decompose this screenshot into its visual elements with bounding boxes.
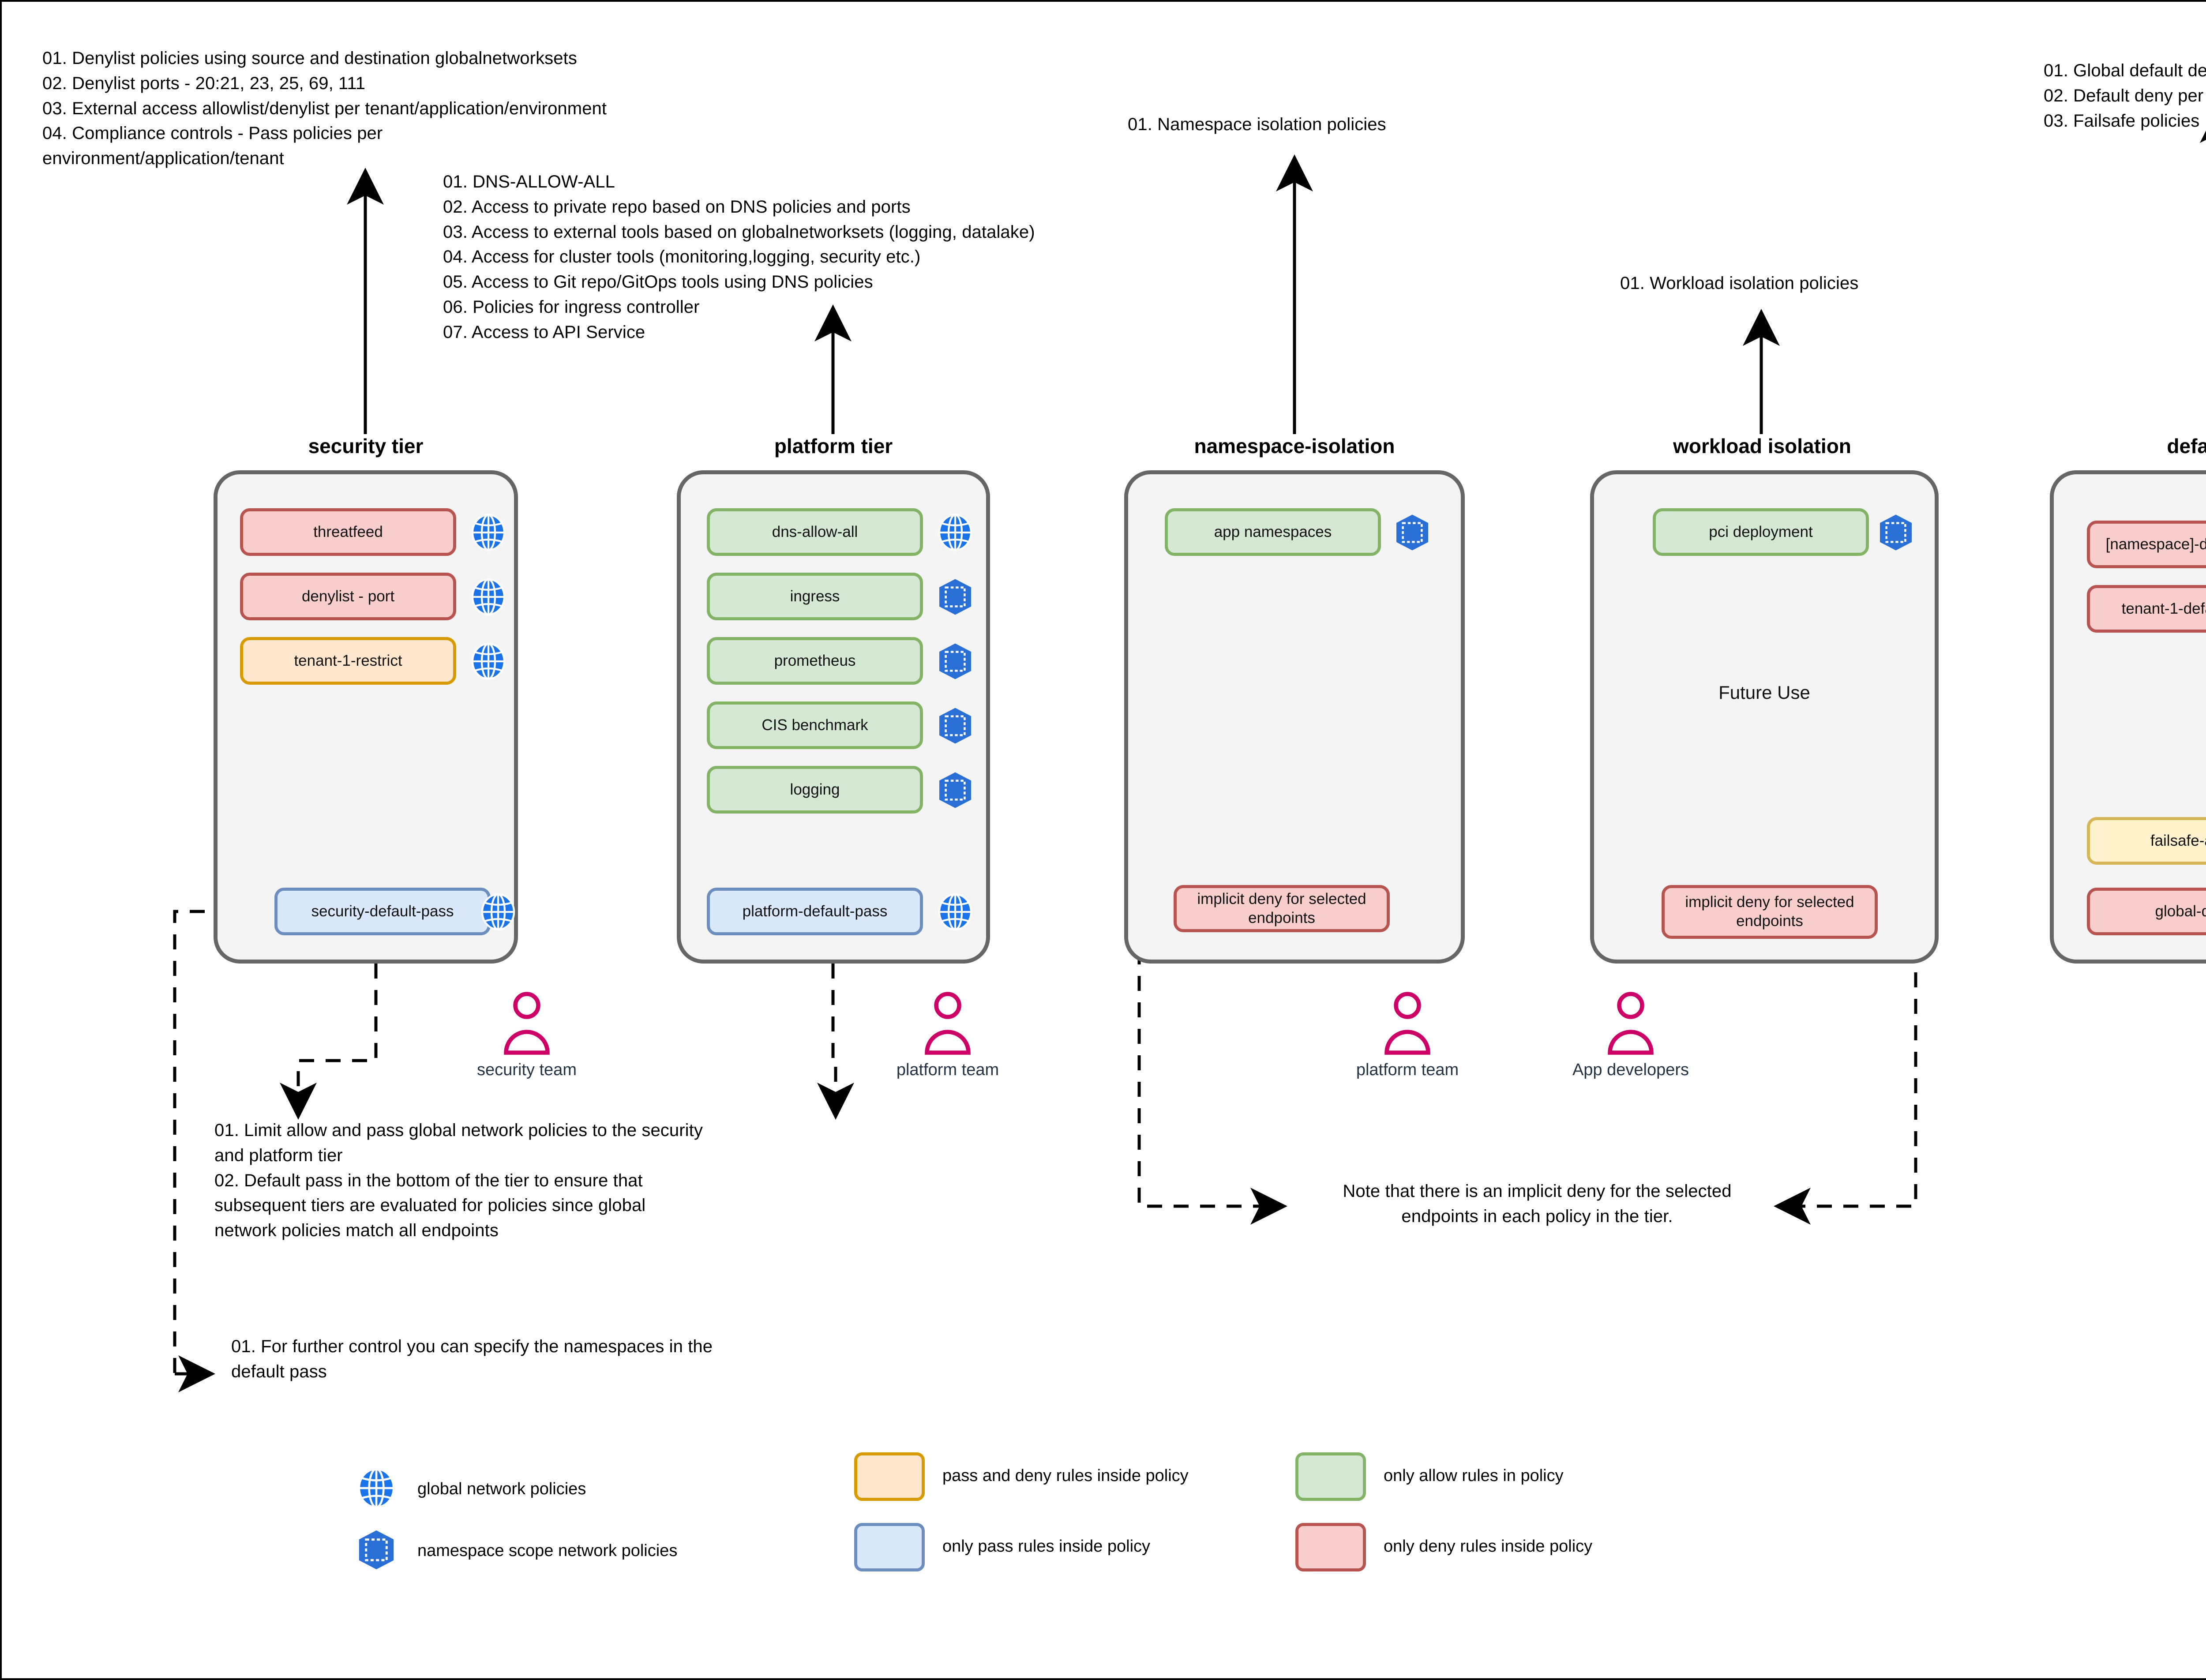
policy-security-default-pass[interactable]: security-default-pass — [274, 888, 491, 935]
namespace-scope-icon — [935, 770, 975, 810]
policy-prometheus[interactable]: prometheus — [707, 637, 923, 685]
namespace-scope-icon — [935, 577, 975, 617]
policy-logging[interactable]: logging — [707, 766, 923, 814]
platform-tier-notes: 01. DNS-ALLOW-ALL 02. Access to private … — [443, 172, 1035, 342]
globe-icon — [935, 513, 975, 552]
tier-title-platform: platform tier — [774, 435, 893, 458]
globe-icon — [469, 513, 508, 552]
legend-label-only-allow: only allow rules in policy — [1384, 1466, 1564, 1485]
legend-label-only-pass: only pass rules inside policy — [942, 1537, 1151, 1556]
legend-swatch-only-deny — [1295, 1523, 1366, 1571]
policy-threatfeed[interactable]: threatfeed — [240, 508, 456, 556]
legend-label-pass-and-deny: pass and deny rules inside policy — [942, 1466, 1189, 1485]
globe-icon — [355, 1466, 398, 1510]
person-icon — [921, 990, 974, 1056]
globe-icon — [469, 577, 508, 617]
owner-label-platform: platform team — [896, 1061, 999, 1079]
namespace-scope-icon — [935, 641, 975, 681]
legend-label-global: global network policies — [417, 1480, 586, 1498]
tier-title-namespace: namespace-isolation — [1194, 435, 1395, 458]
globe-icon — [478, 892, 518, 932]
legend-swatch-only-allow — [1295, 1452, 1366, 1501]
policy-app-namespaces[interactable]: app namespaces — [1165, 508, 1381, 556]
owner-label-namespace: platform team — [1356, 1061, 1459, 1079]
security-tier-notes: 01. Denylist policies using source and d… — [42, 49, 607, 169]
policy-ingress[interactable]: ingress — [707, 573, 923, 620]
globe-icon — [935, 892, 975, 932]
owner-label-security: security team — [477, 1061, 577, 1079]
namespace-isolation-note: 01. Namespace isolation policies — [1128, 115, 1386, 134]
policy-dns-allow-all[interactable]: dns-allow-all — [707, 508, 923, 556]
workload-placeholder: Future Use — [1718, 682, 1810, 703]
wire-platform-to-global-note — [817, 964, 854, 1120]
policy-cis-benchmark[interactable]: CIS benchmark — [707, 701, 923, 749]
policy-global-deny[interactable]: global-deny — [2087, 888, 2206, 935]
owner-label-workload: App developers — [1572, 1061, 1689, 1079]
policy-tenant-1-default-deny[interactable]: tenant-1-default-deny — [2087, 585, 2206, 633]
person-icon — [1604, 990, 1657, 1056]
tier-title-default: default tier — [2167, 435, 2206, 458]
namespace-scope-icon — [1876, 513, 1916, 552]
workload-isolation-note: 01. Workload isolation policies — [1620, 274, 1859, 293]
legend-swatch-only-pass — [854, 1523, 925, 1571]
legend-label-only-deny: only deny rules inside policy — [1384, 1537, 1593, 1556]
namespace-scope-icon — [935, 706, 975, 746]
policy-namespace-default-deny[interactable]: [namespace]-default-deny — [2087, 521, 2206, 568]
wire-security-to-global-note — [280, 964, 378, 1120]
default-pass-note: 01. For further control you can specify … — [231, 1337, 713, 1381]
policy-tenant-1-restrict[interactable]: tenant-1-restrict — [240, 637, 456, 685]
tier-title-workload: workload isolation — [1673, 435, 1851, 458]
namespace-scope-icon — [1392, 513, 1432, 552]
policy-platform-default-pass[interactable]: platform-default-pass — [707, 888, 923, 935]
person-icon — [1381, 990, 1434, 1056]
tier-title-security: security tier — [308, 435, 424, 458]
policy-denylist-port[interactable]: denylist - port — [240, 573, 456, 620]
policy-failsafe-allow[interactable]: failsafe-allow — [2087, 817, 2206, 865]
person-icon — [500, 990, 553, 1056]
globe-icon — [469, 641, 508, 681]
default-tier-notes: 01. Global default deny 02. Default deny… — [2044, 61, 2206, 131]
policy-implicit-deny-namespace[interactable]: implicit deny for selected endpoints — [1174, 885, 1390, 933]
namespace-scope-icon — [355, 1528, 398, 1571]
legend-label-namespace-scope: namespace scope network policies — [417, 1541, 678, 1560]
implicit-deny-note: Note that there is an implicit deny for … — [1343, 1181, 1732, 1226]
policy-pci-deployment[interactable]: pci deployment — [1653, 508, 1869, 556]
policy-implicit-deny-workload[interactable]: implicit deny for selected endpoints — [1662, 885, 1878, 939]
global-policy-note: 01. Limit allow and pass global network … — [214, 1121, 703, 1241]
legend-swatch-pass-and-deny — [854, 1452, 925, 1501]
